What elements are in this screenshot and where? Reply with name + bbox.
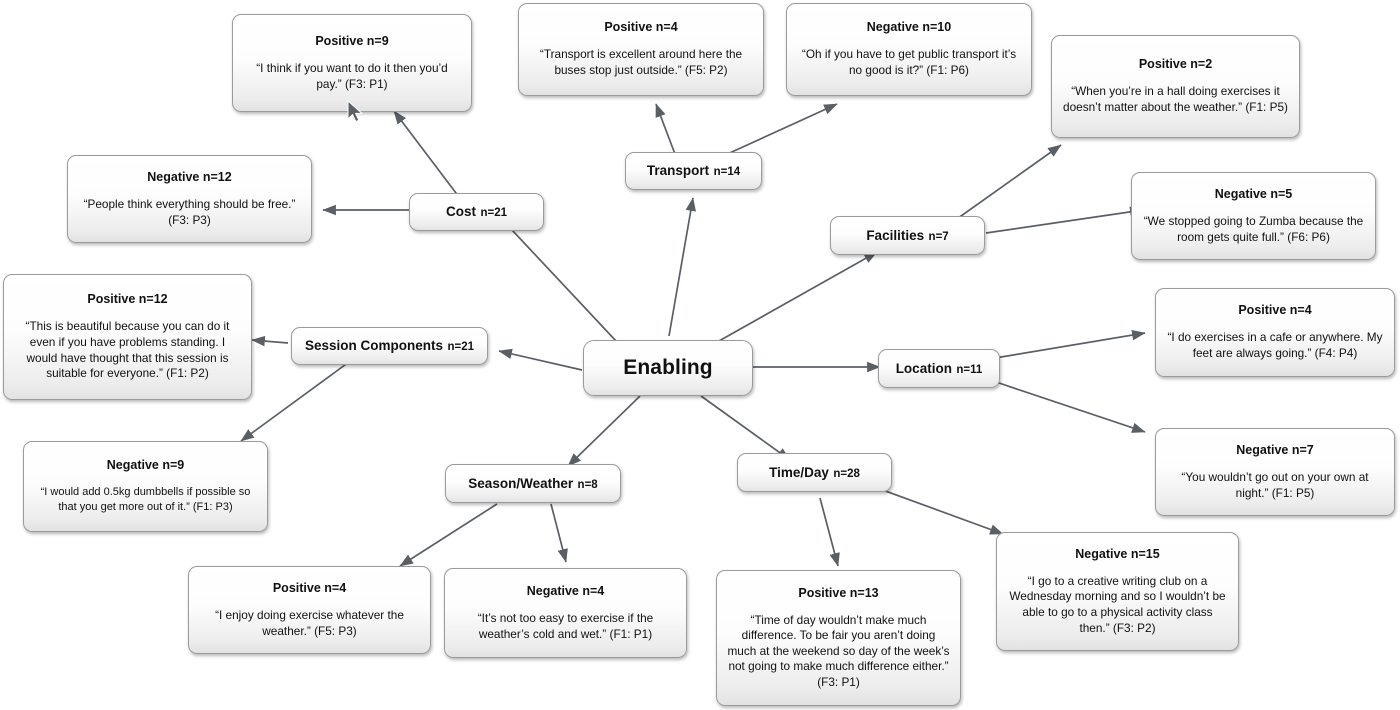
- node-category-season-weather[interactable]: Season/Weather n=8: [445, 464, 621, 503]
- quote-head: Negative n=9: [106, 458, 185, 473]
- edge-facilities-positive: [953, 144, 1062, 222]
- node-quote-season-positive[interactable]: Positive n=4 “I enjoy doing exercise wha…: [188, 566, 431, 654]
- category-location-count: n=11: [956, 363, 983, 376]
- quote-body: “I go to a creative writing club on a We…: [1009, 573, 1226, 635]
- category-season-line: Season/Weather n=8: [468, 476, 597, 492]
- node-category-cost[interactable]: Cost n=21: [409, 193, 544, 231]
- node-quote-season-negative[interactable]: Negative n=4 “It’s not too easy to exerc…: [444, 568, 687, 658]
- category-timeday-name: Time/Day: [769, 464, 829, 480]
- node-category-session-components[interactable]: Session Components n=21: [291, 327, 488, 365]
- category-location-line: Location n=11: [896, 361, 983, 377]
- quote-head: Negative n=15: [1075, 546, 1160, 561]
- node-category-location[interactable]: Location n=11: [878, 349, 1000, 388]
- root-label: Enabling: [623, 356, 713, 379]
- quote-head: Positive n=4: [272, 580, 347, 595]
- node-category-time-day[interactable]: Time/Day n=28: [737, 453, 892, 492]
- quote-head: Negative n=7: [1236, 442, 1314, 457]
- quote-head: Positive n=9: [315, 33, 389, 48]
- quote-body: “Oh if you have to get public transport …: [801, 47, 1017, 77]
- quote-body: “When you’re in a hall doing exercises i…: [1063, 84, 1288, 114]
- quote-body: “You wouldn’t go out on your own at nigh…: [1181, 469, 1369, 500]
- node-quote-timeday-positive[interactable]: Positive n=13 “Time of day wouldn’t make…: [716, 570, 961, 706]
- edge-timeday-positive: [819, 497, 840, 567]
- quote-head: Negative n=10: [866, 20, 952, 35]
- node-category-transport[interactable]: Transport n=14: [625, 152, 762, 190]
- category-facilities-line: Facilities n=7: [866, 228, 948, 244]
- category-session-count: n=21: [447, 341, 475, 353]
- edge-root-timeday: [700, 395, 791, 461]
- category-timeday-count: n=28: [833, 467, 860, 480]
- edge-cost-positive: [393, 110, 460, 198]
- edge-facilities-negative: [985, 206, 1144, 234]
- quote-body: “I enjoy doing exercise whatever the wea…: [215, 607, 404, 638]
- node-quote-facilities-negative[interactable]: Negative n=5 “We stopped going to Zumba …: [1131, 172, 1376, 260]
- node-quote-facilities-positive[interactable]: Positive n=2 “When you’re in a hall doin…: [1051, 35, 1300, 138]
- category-facilities-name: Facilities: [866, 227, 925, 243]
- quote-head: Positive n=4: [1238, 303, 1312, 318]
- quote-body: “I think if you want to do it then you’d…: [256, 60, 448, 91]
- edge-location-negative: [995, 381, 1146, 433]
- quote-body: “I would add 0.5kg dumbbells if possible…: [40, 486, 251, 513]
- category-cost-line: Cost n=21: [446, 204, 507, 220]
- edge-root-transport: [668, 197, 696, 337]
- quote-body: “This is beautiful because you can do it…: [25, 319, 230, 381]
- category-transport-name: Transport: [646, 163, 710, 178]
- quote-head: Negative n=5: [1214, 186, 1293, 201]
- quote-head: Positive n=4: [604, 20, 678, 35]
- category-facilities-count: n=7: [928, 230, 949, 243]
- category-transport-count: n=14: [713, 166, 741, 178]
- category-timeday-line: Time/Day n=28: [769, 465, 860, 481]
- edge-session-positive: [251, 335, 289, 347]
- quote-body: “People think everything should be free.…: [83, 196, 296, 227]
- quote-body: “We stopped going to Zumba because the r…: [1143, 213, 1364, 244]
- edge-root-cost: [496, 213, 618, 343]
- edge-transport-positive: [655, 103, 676, 155]
- category-season-count: n=8: [577, 478, 598, 491]
- edge-root-season: [567, 395, 641, 467]
- category-location-name: Location: [895, 360, 952, 376]
- quote-head: Positive n=2: [1138, 57, 1213, 72]
- quote-head: Negative n=4: [526, 583, 605, 598]
- category-session-line: Session Components n=21: [305, 338, 474, 354]
- quote-body: “Time of day wouldn’t make much differen…: [727, 612, 950, 689]
- category-season-name: Season/Weather: [468, 475, 574, 491]
- node-quote-timeday-negative[interactable]: Negative n=15 “I go to a creative writin…: [996, 532, 1239, 651]
- category-transport-line: Transport n=14: [647, 163, 740, 179]
- quote-head: Positive n=12: [87, 292, 168, 307]
- edge-session-negative: [240, 361, 350, 442]
- node-quote-location-negative[interactable]: Negative n=7 “You wouldn’t go out on you…: [1155, 428, 1395, 516]
- node-quote-session-negative[interactable]: Negative n=9 “I would add 0.5kg dumbbell…: [23, 441, 268, 532]
- edge-timeday-negative: [879, 488, 1004, 535]
- node-quote-location-positive[interactable]: Positive n=4 “I do exercises in a cafe o…: [1155, 288, 1395, 377]
- edge-season-positive: [399, 503, 498, 567]
- quote-head: Negative n=12: [147, 169, 232, 184]
- node-quote-transport-positive[interactable]: Positive n=4 “Transport is excellent aro…: [518, 3, 764, 96]
- node-quote-cost-negative[interactable]: Negative n=12 “People think everything s…: [67, 155, 312, 243]
- node-root[interactable]: Enabling: [583, 340, 753, 396]
- quote-body: “Transport is excellent around here the …: [539, 47, 743, 77]
- edge-location-positive: [994, 329, 1146, 359]
- quote-body: “It’s not too easy to exercise if the we…: [477, 610, 654, 641]
- category-session-name: Session Components: [304, 338, 444, 353]
- edge-season-negative: [550, 503, 568, 563]
- category-cost-name: Cost: [446, 204, 476, 219]
- quote-body: “I do exercises in a cafe or anywhere. M…: [1167, 330, 1383, 360]
- node-quote-session-positive[interactable]: Positive n=12 “This is beautiful because…: [3, 274, 252, 400]
- node-category-facilities[interactable]: Facilities n=7: [830, 216, 985, 255]
- edge-transport-negative: [722, 103, 838, 157]
- edge-root-facilities: [718, 251, 878, 342]
- node-quote-cost-positive[interactable]: Positive n=9 “I think if you want to do …: [232, 14, 472, 112]
- node-quote-transport-negative[interactable]: Negative n=10 “Oh if you have to get pub…: [786, 3, 1032, 96]
- quote-head: Positive n=13: [798, 585, 879, 600]
- edge-root-session: [498, 348, 583, 371]
- category-cost-count: n=21: [480, 207, 507, 219]
